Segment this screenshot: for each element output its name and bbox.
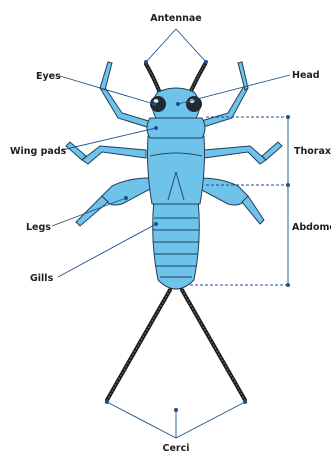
label-legs: Legs bbox=[26, 222, 51, 233]
label-eyes: Eyes bbox=[36, 71, 61, 82]
head bbox=[150, 88, 202, 118]
label-thorax: Thorax bbox=[294, 146, 331, 157]
abdomen bbox=[153, 200, 200, 289]
label-head: Head bbox=[292, 70, 320, 81]
label-gills: Gills bbox=[30, 273, 54, 284]
thorax bbox=[148, 136, 205, 204]
label-wing-pads: Wing pads bbox=[10, 146, 67, 157]
label-abdomen: Abdomen bbox=[292, 222, 331, 233]
cerci bbox=[107, 290, 245, 400]
label-cerci: Cerci bbox=[163, 443, 190, 454]
label-antennae: Antennae bbox=[150, 13, 201, 24]
